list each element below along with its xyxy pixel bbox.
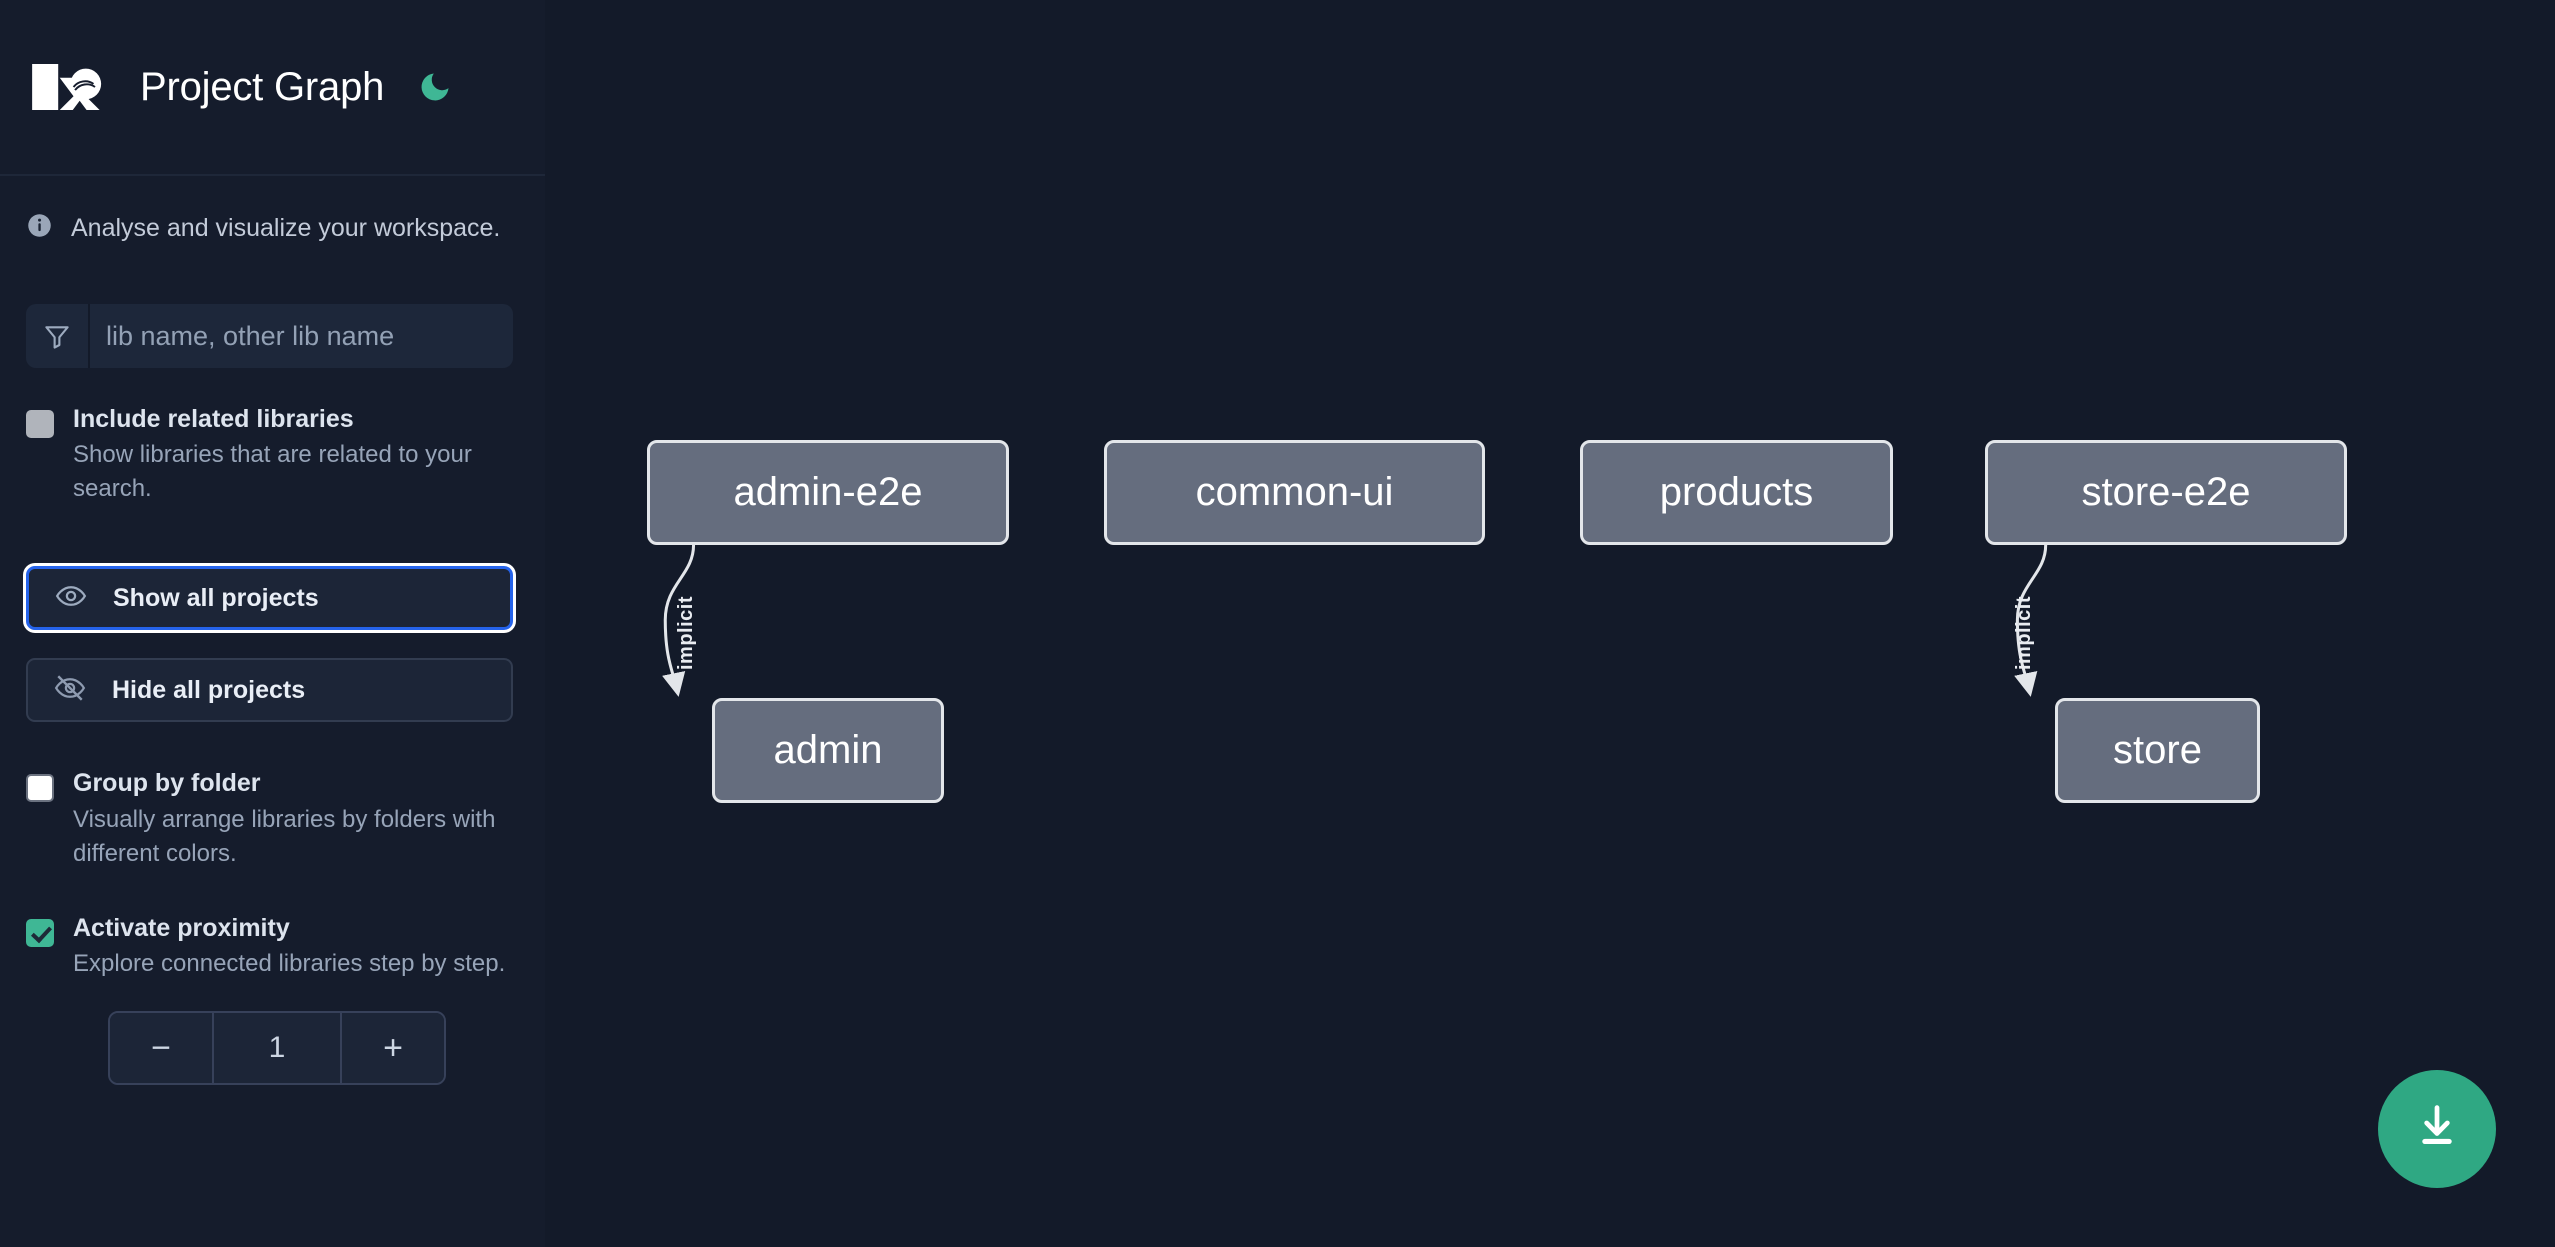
sidebar-body: Analyse and visualize your workspace. In… bbox=[0, 176, 545, 1086]
graph-node-admin-e2e[interactable]: admin-e2e bbox=[647, 440, 1009, 545]
graph-node-label: admin bbox=[773, 728, 883, 772]
edge-admin-e2e-to-admin bbox=[662, 544, 696, 697]
edge-label-implicit-admin: implicit bbox=[675, 595, 697, 670]
proximity-value: 1 bbox=[214, 1013, 340, 1084]
eye-off-icon bbox=[54, 672, 86, 709]
app-title: Project Graph bbox=[140, 64, 385, 109]
hide-all-projects-label: Hide all projects bbox=[112, 675, 306, 704]
activate-proximity-description: Explore connected libraries step by step… bbox=[73, 950, 506, 978]
sidebar-header: Project Graph bbox=[0, 0, 545, 176]
hide-all-projects-button[interactable]: Hide all projects bbox=[26, 658, 513, 723]
option-group-by-folder[interactable]: Group by folder Visually arrange librari… bbox=[0, 768, 545, 870]
graph-edges bbox=[662, 544, 2048, 697]
graph-node-products[interactable]: products bbox=[1580, 440, 1893, 545]
search-input[interactable] bbox=[90, 304, 513, 368]
group-by-folder-checkbox[interactable] bbox=[26, 774, 54, 803]
graph-node-store-e2e[interactable]: store-e2e bbox=[1985, 440, 2347, 545]
include-related-libraries-label: Include related libraries bbox=[73, 405, 354, 433]
eye-icon bbox=[55, 580, 87, 617]
edge-store-e2e-to-store bbox=[2014, 544, 2048, 697]
activate-proximity-checkbox[interactable] bbox=[26, 918, 54, 947]
group-by-folder-description: Visually arrange libraries by folders wi… bbox=[73, 805, 496, 867]
download-graph-button[interactable] bbox=[2378, 1070, 2496, 1188]
include-related-libraries-description: Show libraries that are related to your … bbox=[73, 441, 472, 503]
edge-label-implicit-store: implicit bbox=[2013, 595, 2035, 670]
include-related-libraries-checkbox[interactable] bbox=[26, 410, 54, 438]
graph-node-common-ui[interactable]: common-ui bbox=[1104, 440, 1485, 545]
sidebar: Project Graph Analyse and visualize your… bbox=[0, 0, 545, 1247]
graph-node-label: products bbox=[1659, 470, 1814, 514]
proximity-increment-button[interactable]: + bbox=[340, 1013, 444, 1084]
graph-node-label: common-ui bbox=[1195, 470, 1394, 514]
graph-node-store[interactable]: store bbox=[2055, 698, 2260, 803]
tagline-text: Analyse and visualize your workspace. bbox=[71, 213, 501, 242]
filter-funnel-icon bbox=[26, 304, 90, 368]
graph-node-admin[interactable]: admin bbox=[712, 698, 944, 803]
show-all-projects-label: Show all projects bbox=[113, 583, 319, 612]
moon-icon[interactable] bbox=[414, 66, 456, 108]
option-include-related-libraries[interactable]: Include related libraries Show libraries… bbox=[0, 404, 545, 506]
option-activate-proximity[interactable]: Activate proximity Explore connected lib… bbox=[0, 913, 545, 981]
filter-container bbox=[26, 304, 513, 368]
activate-proximity-label: Activate proximity bbox=[73, 913, 290, 942]
download-icon bbox=[2410, 1100, 2464, 1159]
proximity-decrement-button[interactable]: − bbox=[110, 1013, 214, 1084]
graph-canvas[interactable]: admin-e2e common-ui products store-e2e a… bbox=[545, 0, 2555, 1247]
proximity-stepper: − 1 + bbox=[108, 1011, 446, 1086]
graph-node-label: store bbox=[2113, 728, 2202, 772]
graph-node-label: store-e2e bbox=[2081, 470, 2251, 514]
graph-node-label: admin-e2e bbox=[733, 470, 923, 514]
workspace-tagline: Analyse and visualize your workspace. bbox=[0, 176, 545, 244]
show-all-projects-button[interactable]: Show all projects bbox=[26, 566, 513, 631]
nx-logo-icon bbox=[26, 56, 118, 118]
info-circle-icon bbox=[26, 212, 53, 244]
group-by-folder-label: Group by folder bbox=[73, 769, 261, 798]
